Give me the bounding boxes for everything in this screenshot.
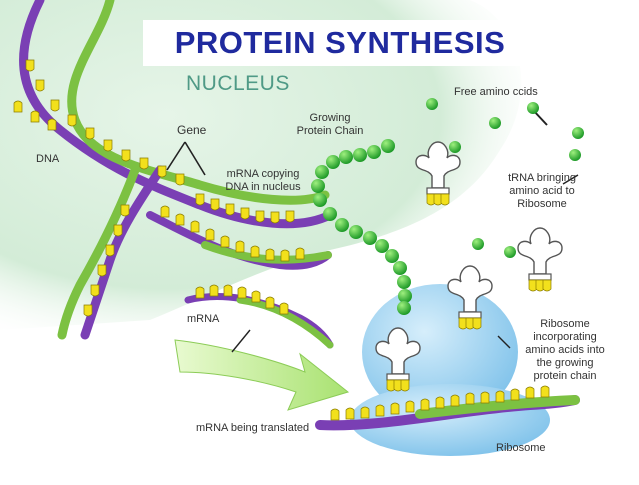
dna-helix xyxy=(13,0,335,340)
gene-pointer xyxy=(166,141,206,176)
nucleus-region xyxy=(0,0,522,330)
amino-acid-bead xyxy=(335,218,349,232)
amino-acid-bead xyxy=(311,179,325,193)
amino-acid-bead xyxy=(385,249,399,263)
amino-acid-bead xyxy=(393,261,407,275)
growing-chain-label: Growing Protein Chain xyxy=(296,112,364,137)
amino-acid-bead xyxy=(353,148,367,162)
amino-acid-bead xyxy=(375,239,389,253)
amino-acid-bead xyxy=(313,193,327,207)
title-box: PROTEIN SYNTHESIS xyxy=(143,20,537,66)
amino-acid-bead xyxy=(323,207,337,221)
amino-acid-bead xyxy=(363,231,377,245)
trna-2 xyxy=(518,228,562,291)
ribosome-label: Ribosome xyxy=(496,442,546,454)
gene-label: Gene xyxy=(177,123,207,137)
nucleus-label: NUCLEUS xyxy=(186,72,290,95)
free-amino-label: Free amino ccids xyxy=(454,86,538,98)
mrna-copy-strand xyxy=(146,193,332,270)
amino-acid-bead xyxy=(398,289,412,303)
label-pointers xyxy=(231,174,579,353)
amino-acid-bead xyxy=(349,225,363,239)
mrna-copying-label: mRNA copying DNA in nucleus xyxy=(225,168,301,193)
amino-acid-bead xyxy=(339,150,353,164)
amino-acid-bead xyxy=(367,145,381,159)
amino-acid-bead xyxy=(381,139,395,153)
amino-acid-bead xyxy=(315,165,329,179)
translation-arrow xyxy=(174,339,350,411)
amino-acid-bead xyxy=(397,301,411,315)
mrna-label: mRNA xyxy=(187,313,220,325)
mrna-translated-label: mRNA being translated xyxy=(196,422,310,434)
trna-label: tRNA bringing amino acid to Ribosome xyxy=(508,172,576,210)
ribosome-incorporating-label: Ribosome incorporating amino acids into … xyxy=(525,318,605,382)
growing-protein-chain xyxy=(311,139,412,315)
free-amino-acids xyxy=(426,98,584,258)
dna-label: DNA xyxy=(36,153,60,165)
mrna-strand xyxy=(184,284,334,349)
amino-acid-bead xyxy=(397,275,411,289)
diagram-title: PROTEIN SYNTHESIS xyxy=(174,25,506,60)
amino-acid-bead xyxy=(326,155,340,169)
mrna-translated-strand xyxy=(315,385,580,431)
